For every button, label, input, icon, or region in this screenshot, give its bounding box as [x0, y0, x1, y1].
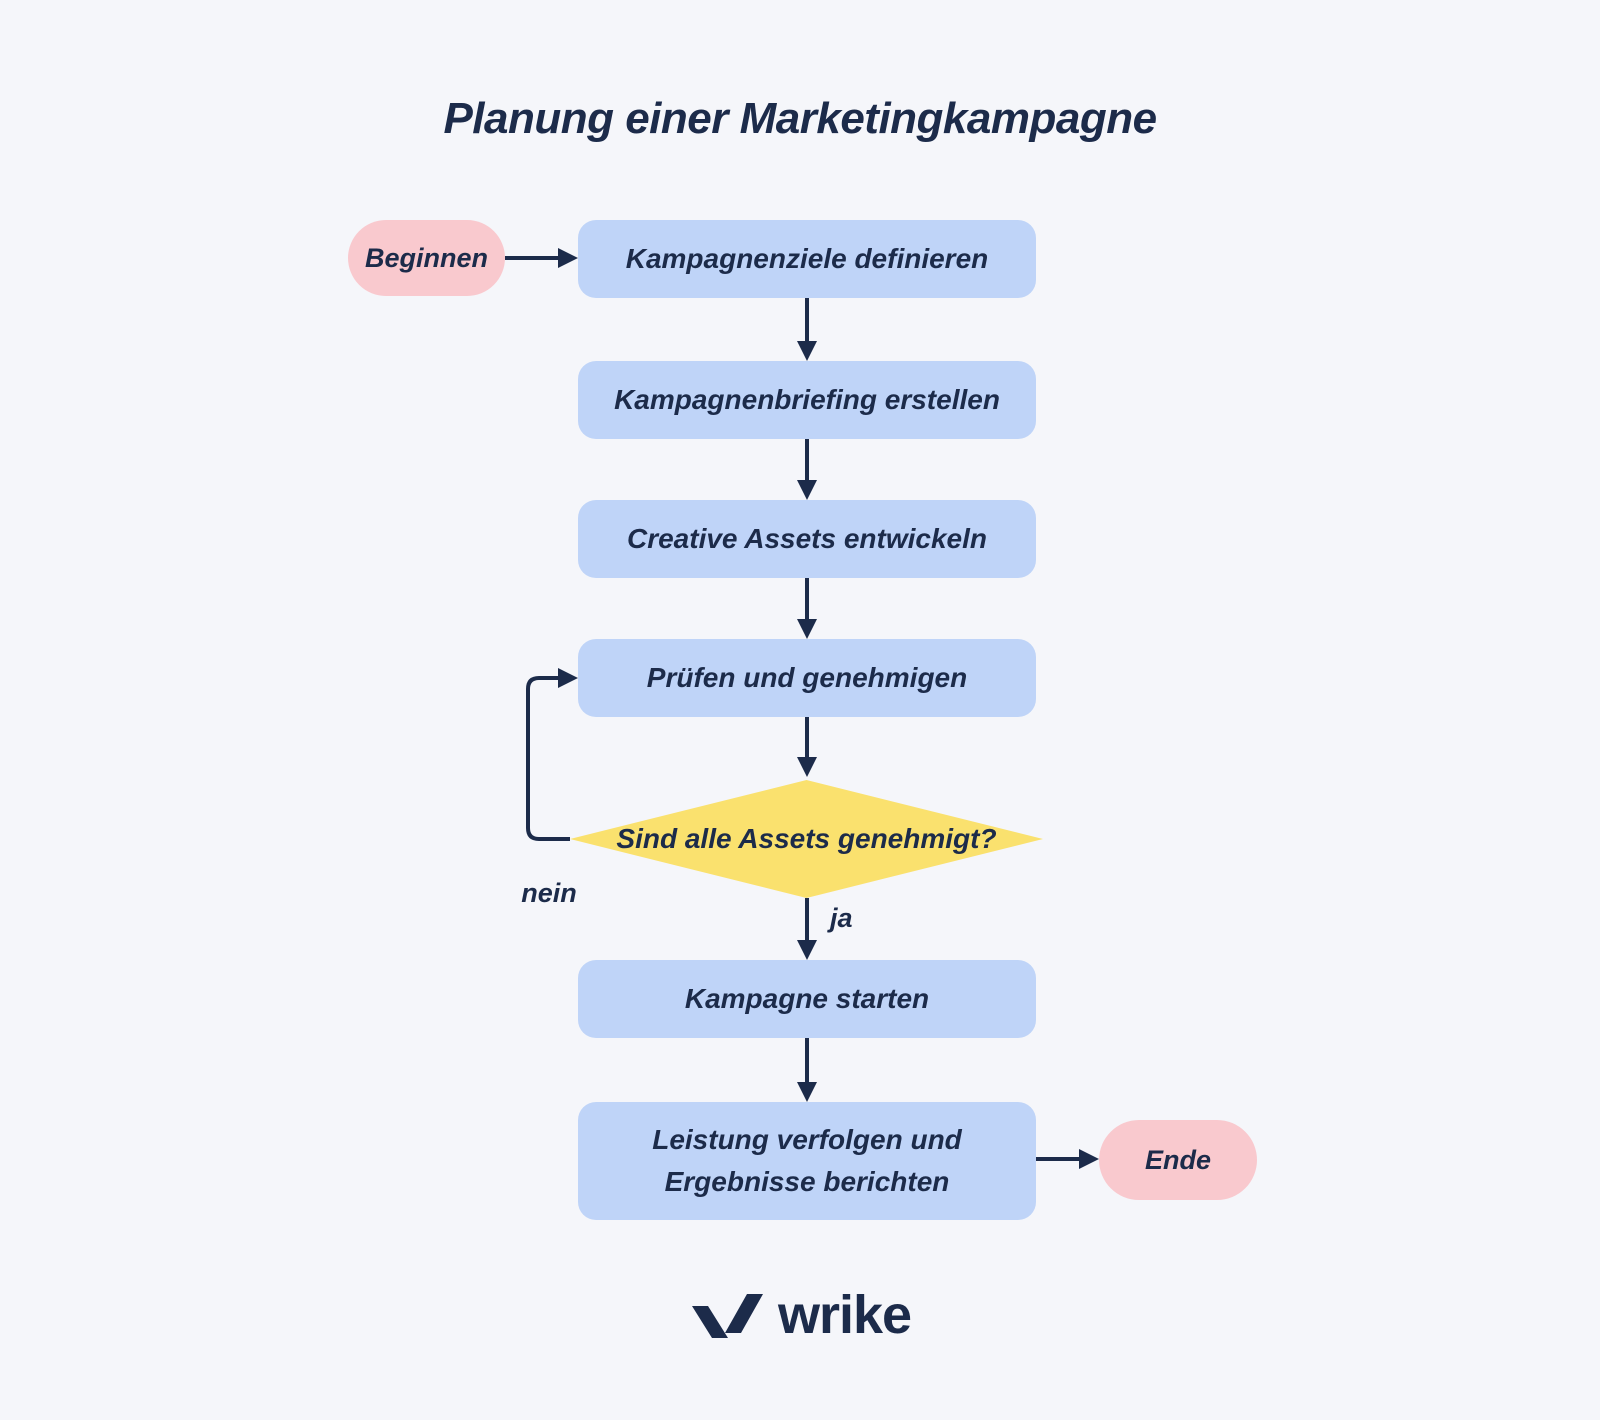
- step-node-label-line2: Ergebnisse berichten: [664, 1166, 950, 1197]
- end-node-label: Ende: [1144, 1144, 1211, 1175]
- end-node: Ende: [1099, 1120, 1257, 1200]
- start-node: Beginnen: [348, 220, 505, 296]
- wrike-logo-icon: [691, 1294, 763, 1338]
- step-node-label: Kampagne starten: [684, 983, 930, 1014]
- step-node-label-line1: Leistung verfolgen und: [652, 1124, 962, 1155]
- step-node-develop-assets: Creative Assets entwickeln: [578, 500, 1036, 578]
- step-node-define-goals: Kampagnenziele definieren: [578, 220, 1036, 298]
- edge-label-ja: ja: [830, 903, 853, 933]
- decision-label: Sind alle Assets genehmigt?: [616, 823, 997, 854]
- brand-footer: wrike: [0, 1288, 1600, 1342]
- step-node-label: Kampagnenziele definieren: [625, 243, 989, 274]
- edge-label-nein: nein: [521, 878, 577, 908]
- step-node-label: Kampagnenbriefing erstellen: [614, 384, 1000, 415]
- step-node-track-performance: Leistung verfolgen und Ergebnisse berich…: [578, 1102, 1036, 1220]
- step-node-review-approve: Prüfen und genehmigen: [578, 639, 1036, 717]
- step-node-create-briefing: Kampagnenbriefing erstellen: [578, 361, 1036, 439]
- step-node-label: Prüfen und genehmigen: [646, 662, 968, 693]
- step-node-label: Creative Assets entwickeln: [626, 523, 988, 554]
- step-node-launch-campaign: Kampagne starten: [578, 960, 1036, 1038]
- wrike-wordmark: wrike: [777, 1285, 912, 1345]
- page-title: Planung einer Marketingkampagne: [443, 94, 1157, 143]
- start-node-label: Beginnen: [364, 242, 488, 273]
